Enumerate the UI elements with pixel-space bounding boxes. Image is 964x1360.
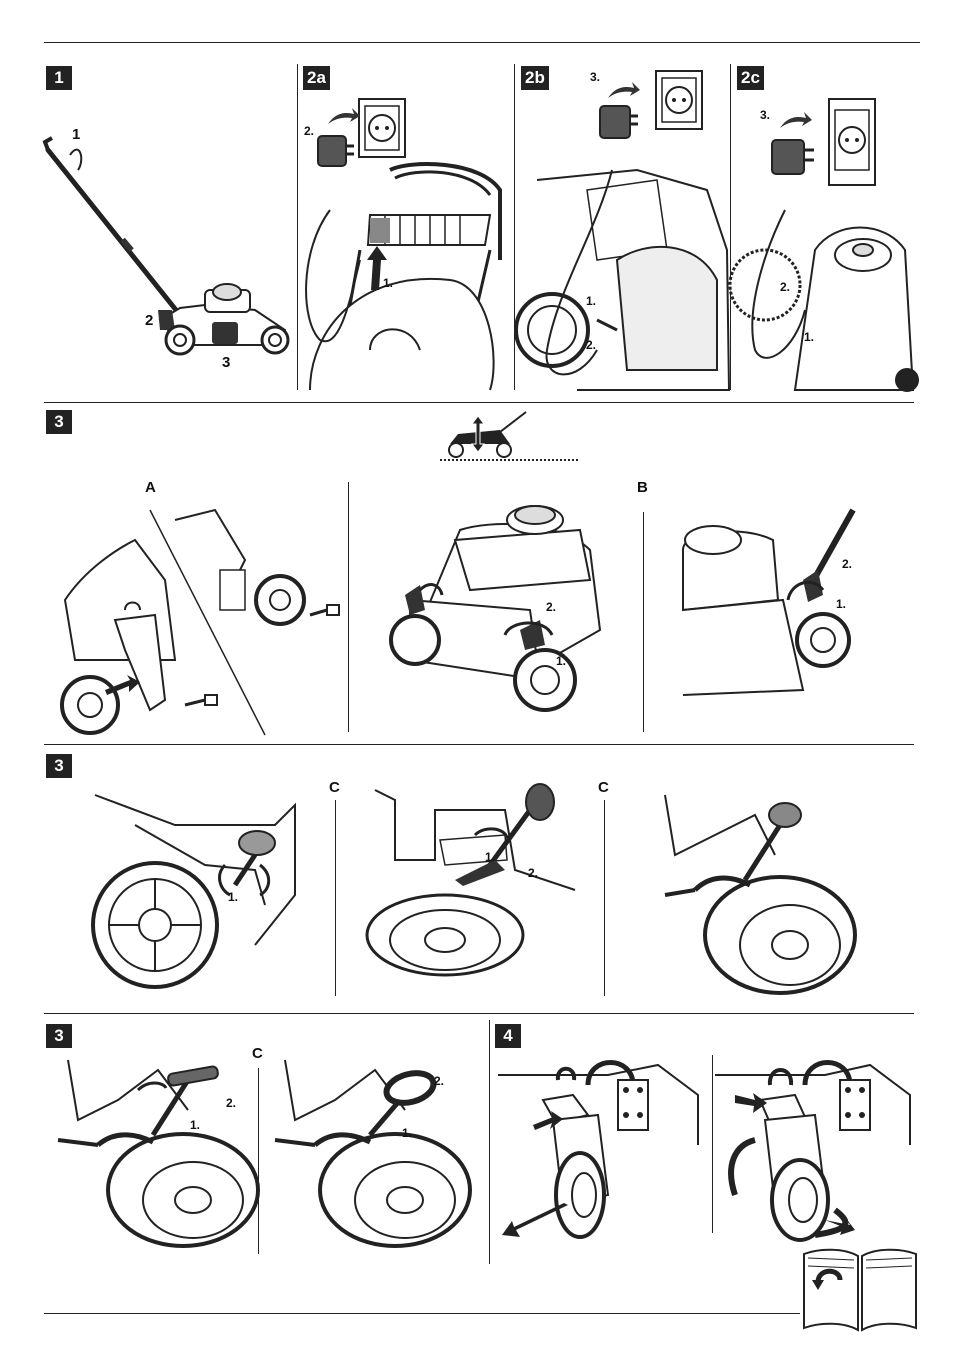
swivel-wheel-lock-illustration bbox=[498, 1055, 708, 1245]
top-rule bbox=[44, 42, 920, 43]
divider-4-mid bbox=[712, 1055, 713, 1233]
charger-2b bbox=[598, 100, 638, 144]
step-2b-3: 3. bbox=[590, 70, 601, 84]
mower-engine-2b bbox=[517, 170, 729, 390]
section-badge-3-second: 3 bbox=[46, 754, 72, 778]
step-2a-2: 2. bbox=[304, 124, 315, 138]
rule-row3 bbox=[44, 744, 914, 745]
step-3C-mid-2: 2. bbox=[528, 866, 539, 880]
rear-wheel-lever-illustration bbox=[95, 795, 325, 990]
front-wheel-removal-illustration bbox=[55, 500, 345, 740]
step-2b-2: 2. bbox=[586, 338, 597, 352]
step-3mid-2: 2. bbox=[546, 600, 557, 614]
step-3C-t-1: 1. bbox=[190, 1118, 201, 1132]
arrow-2c bbox=[780, 112, 812, 128]
wheel-lever-closeup-illustration bbox=[655, 795, 855, 995]
step-2c-3: 3. bbox=[760, 108, 771, 122]
step-3B-1: 1. bbox=[836, 597, 847, 611]
height-levers-illustration bbox=[380, 500, 610, 720]
ring-lever-illustration bbox=[275, 1060, 475, 1250]
section-badge-3-first: 3 bbox=[46, 410, 72, 434]
step-3C-t-2: 2. bbox=[226, 1096, 237, 1110]
bottom-rule bbox=[44, 1313, 800, 1314]
divider-1-2a bbox=[297, 64, 298, 390]
section-badge-3-third: 3 bbox=[46, 1024, 72, 1048]
charger-2a bbox=[316, 128, 354, 172]
section-badge-2c: 2c bbox=[737, 66, 764, 90]
step-3B-2: 2. bbox=[842, 557, 853, 571]
charger-2c bbox=[770, 132, 814, 180]
socket-2c bbox=[828, 98, 876, 186]
step-2b-1: 1. bbox=[586, 294, 597, 308]
push-arrow-2a bbox=[367, 246, 387, 290]
socket-2b bbox=[655, 70, 703, 130]
callout-3-battery: 3 bbox=[222, 354, 231, 371]
step-3C-left-1: 1. bbox=[228, 890, 239, 904]
label-C-third: C bbox=[252, 1045, 263, 1062]
divider-3A-mid bbox=[348, 482, 349, 732]
divider-3C-3 bbox=[258, 1068, 259, 1254]
divider-3C-1 bbox=[335, 800, 336, 996]
mower-height-icon bbox=[440, 410, 580, 464]
label-C-first: C bbox=[329, 779, 340, 796]
section-badge-1: 1 bbox=[46, 66, 72, 90]
section-badge-2b: 2b bbox=[521, 66, 549, 90]
callout-2-bag: 2 bbox=[145, 312, 154, 329]
rule-row4 bbox=[44, 1013, 914, 1014]
side-lever-illustration bbox=[683, 510, 883, 710]
section-badge-4: 4 bbox=[495, 1024, 521, 1048]
mower-side-illustration bbox=[40, 130, 295, 370]
step-3C-ring-2: 2. bbox=[434, 1074, 445, 1088]
arrow-2a bbox=[328, 108, 360, 124]
book-return-icon bbox=[800, 1246, 920, 1332]
divider-2a-2b bbox=[514, 64, 515, 390]
mower-top-2a bbox=[300, 160, 512, 390]
step-3C-ring-1: 1. bbox=[402, 1126, 413, 1140]
swivel-wheel-free-illustration bbox=[715, 1055, 915, 1245]
step-2c-2: 2. bbox=[780, 280, 791, 294]
rule-row2 bbox=[44, 402, 914, 403]
socket-2a bbox=[358, 98, 406, 158]
divider-3C-2 bbox=[604, 800, 605, 996]
divider-3-4 bbox=[489, 1020, 490, 1264]
label-B: B bbox=[637, 479, 648, 496]
step-3C-mid-1: 1. bbox=[485, 850, 496, 864]
section-badge-2a: 2a bbox=[303, 66, 330, 90]
step-2a-1: 1. bbox=[383, 276, 394, 290]
t-lever-illustration bbox=[58, 1060, 258, 1250]
wheel-lever-notch-illustration bbox=[355, 790, 585, 985]
step-3mid-1: 1. bbox=[556, 654, 567, 668]
mower-engine-2c bbox=[735, 210, 919, 392]
label-C-second: C bbox=[598, 779, 609, 796]
step-2c-1: 1. bbox=[804, 330, 815, 344]
arrow-2b bbox=[608, 82, 640, 98]
divider-2b-2c bbox=[730, 64, 731, 390]
label-A: A bbox=[145, 479, 156, 496]
callout-1-handle: 1 bbox=[72, 126, 81, 143]
divider-3mid-B bbox=[643, 512, 644, 732]
